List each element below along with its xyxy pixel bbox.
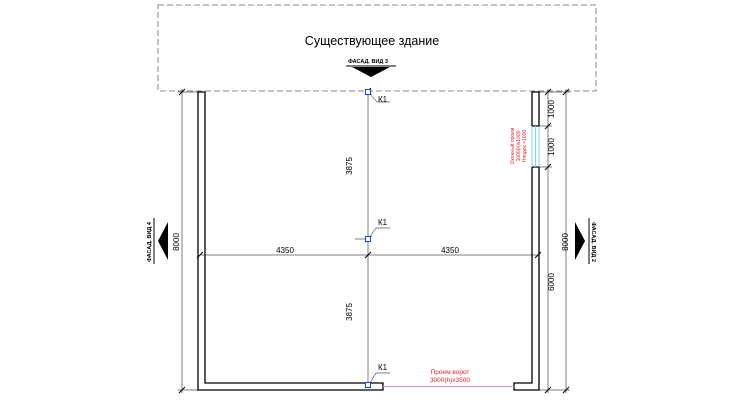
view-arrow-top-icon xyxy=(352,67,390,77)
view-marker-top: ФАСАД. ВИД 3 xyxy=(346,59,396,77)
view-label-top: ФАСАД. ВИД 3 xyxy=(348,59,388,65)
window-note-line-3: Hподок.=1000 xyxy=(522,130,528,163)
dim-overall-right: 8000 xyxy=(561,233,570,251)
column-marker-icon xyxy=(365,236,371,242)
dim-right-seg-2: 1000 xyxy=(547,138,556,156)
dim-half-width-right: 4350 xyxy=(441,246,459,255)
view-marker-right: ФАСАД. ВИД 2 xyxy=(575,218,596,264)
column-k1-bottom: К1 xyxy=(365,363,390,388)
window-note: Оконный проем 1000(h)х1000 Hподок.=1000 xyxy=(509,127,528,164)
dim-right-seg-3: 6000 xyxy=(547,273,556,291)
existing-building-outline xyxy=(157,4,597,92)
column-label: К1 xyxy=(378,95,388,104)
column-label: К1 xyxy=(378,218,388,227)
dim-vertical-lower: 3875 xyxy=(345,303,354,321)
dim-overall-left: 8000 xyxy=(172,233,181,251)
window-note-line-2: 1000(h)х1000 xyxy=(516,130,522,161)
column-marker-icon xyxy=(365,382,371,388)
view-arrow-left-icon xyxy=(158,222,168,260)
gate-note-line-1: Проем ворот xyxy=(431,369,470,376)
column-marker-icon xyxy=(365,89,371,95)
window-note-line-1: Оконный проем xyxy=(509,127,516,164)
view-label-left: ФАСАД. ВИД 4 xyxy=(147,221,153,262)
existing-building-label: Существующее здание xyxy=(305,34,439,48)
window-opening xyxy=(531,126,540,167)
gate-note-line-2: 3000(h)х3500 xyxy=(430,377,470,384)
dim-vertical-upper: 3875 xyxy=(345,157,354,175)
column-label: К1 xyxy=(378,363,388,372)
view-marker-left: ФАСАД. ВИД 4 xyxy=(147,218,168,264)
view-label-right: ФАСАД. ВИД 2 xyxy=(590,222,596,262)
view-arrow-right-icon xyxy=(575,222,585,260)
column-k1-top: К1 xyxy=(365,89,390,104)
column-k1-middle: К1 xyxy=(355,218,390,242)
dim-right-seg-1: 1000 xyxy=(547,100,556,118)
dim-half-width-left: 4350 xyxy=(276,246,294,255)
